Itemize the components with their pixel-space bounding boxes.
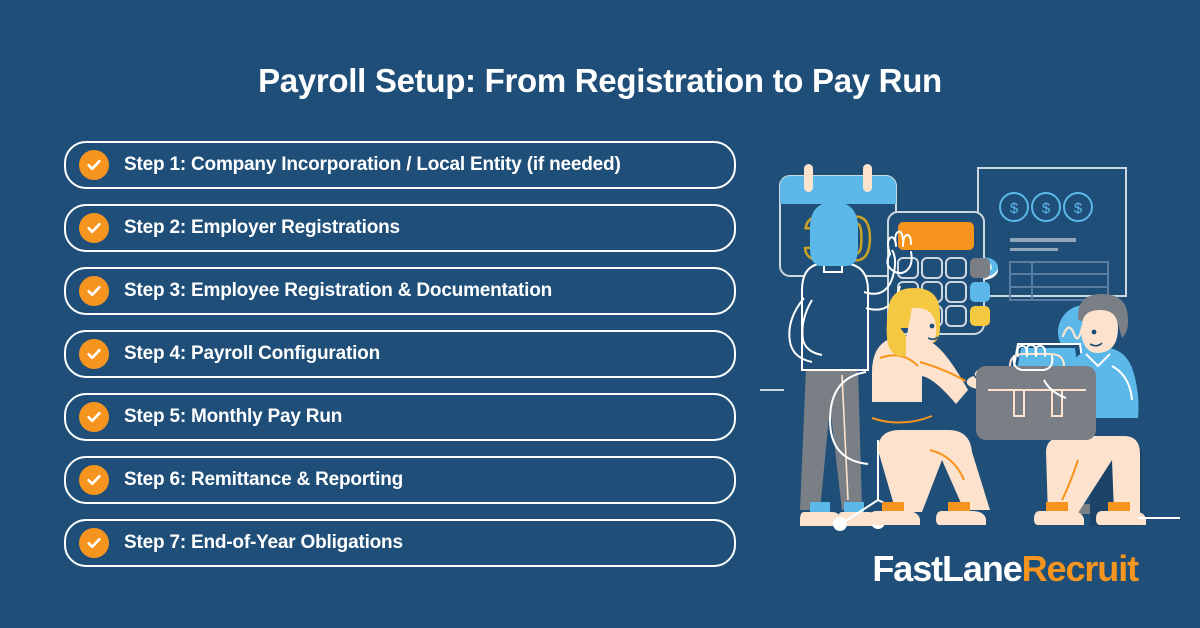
step-row[interactable]: Step 6: Remittance & Reporting	[64, 456, 736, 504]
svg-text:$: $	[1074, 200, 1083, 217]
document-panel-icon: $ $ $	[977, 167, 1127, 301]
check-circle-icon	[79, 150, 109, 180]
step-label: Step 1: Company Incorporation / Local En…	[124, 154, 621, 175]
standing-person-figure	[788, 202, 913, 526]
check-circle-icon	[79, 213, 109, 243]
step-label: Step 5: Monthly Pay Run	[124, 406, 343, 427]
check-circle-icon	[79, 402, 109, 432]
step-row[interactable]: Step 5: Monthly Pay Run	[64, 393, 736, 441]
svg-text:$: $	[1042, 200, 1051, 217]
brand-logo-accent: Recruit	[1021, 548, 1139, 589]
step-row[interactable]: Step 3: Employee Registration & Document…	[64, 267, 736, 315]
seated-person-figure	[870, 288, 1003, 525]
steps-list: Step 1: Company Incorporation / Local En…	[64, 141, 736, 582]
step-row[interactable]: Step 2: Employer Registrations	[64, 204, 736, 252]
step-row[interactable]: Step 4: Payroll Configuration	[64, 330, 736, 378]
step-label: Step 6: Remittance & Reporting	[124, 469, 404, 490]
svg-text:$: $	[1010, 200, 1019, 217]
gripping-hand-icon	[1012, 343, 1054, 371]
step-label: Step 7: End-of-Year Obligations	[124, 532, 403, 553]
page-title: Payroll Setup: From Registration to Pay …	[258, 62, 942, 99]
check-circle-icon	[79, 528, 109, 558]
step-label: Step 2: Employer Registrations	[124, 217, 400, 238]
payroll-team-illustration: $ $ $ 3	[760, 150, 1180, 550]
brand-logo: FastLaneRecruit	[872, 548, 1139, 590]
briefcase-person-figure	[976, 294, 1146, 526]
step-label: Step 3: Employee Registration & Document…	[124, 280, 553, 301]
check-circle-icon	[79, 465, 109, 495]
check-circle-icon	[79, 339, 109, 369]
step-row[interactable]: Step 7: End-of-Year Obligations	[64, 519, 736, 567]
pointing-hand-icon	[886, 230, 913, 274]
step-label: Step 4: Payroll Configuration	[124, 343, 380, 364]
check-circle-icon	[79, 276, 109, 306]
brand-logo-primary: FastLane	[872, 548, 1022, 589]
calculator-display	[898, 222, 974, 250]
step-row[interactable]: Step 1: Company Incorporation / Local En…	[64, 141, 736, 189]
briefcase-icon	[976, 353, 1096, 440]
